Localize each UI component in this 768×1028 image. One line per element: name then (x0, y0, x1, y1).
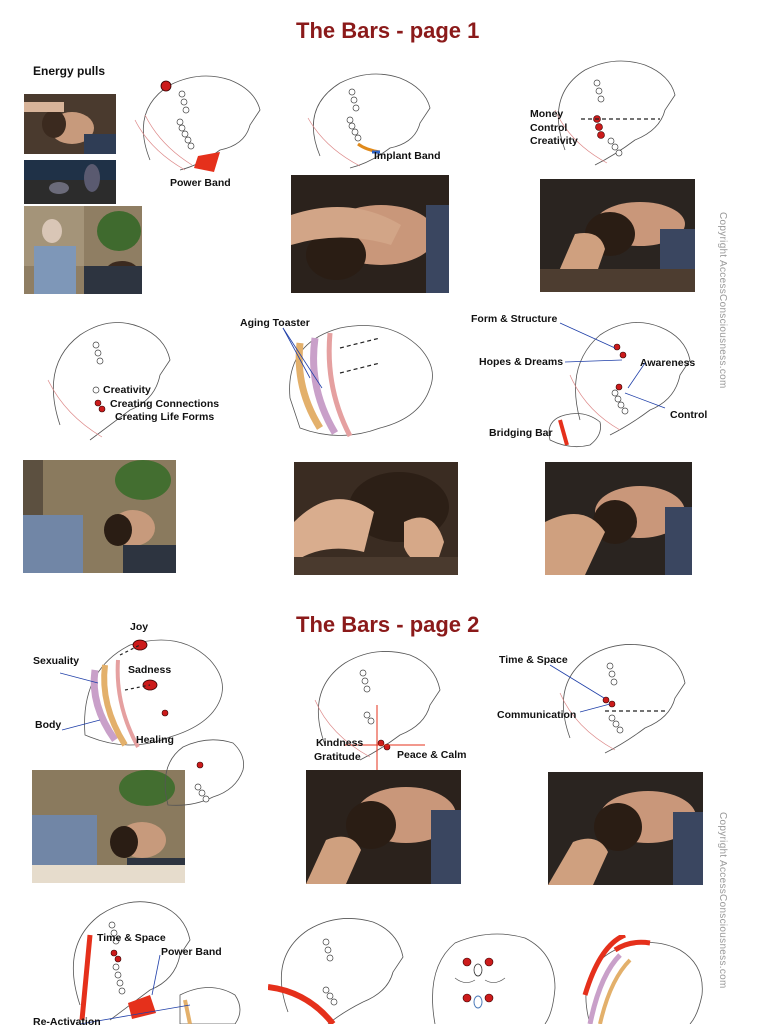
copyright-watermark: Copyright AccessConsciousness.com (717, 812, 728, 989)
head-diagram-aging-toaster (282, 325, 433, 438)
head-diagram-bottom-2 (268, 918, 404, 1024)
pointer-lines-2 (549, 664, 611, 713)
energy-pulls-heading: Energy pulls (33, 64, 106, 78)
photo-time-space (548, 772, 703, 885)
photo-creativity (23, 460, 176, 573)
photo-kindness-gratitude (306, 770, 461, 884)
head-diagram-face-front (432, 933, 556, 1024)
label-creativity-2: Creativity (103, 384, 151, 396)
label-money: Money (530, 108, 564, 120)
photo-energy-pull-2 (24, 160, 116, 204)
label-form-structure: Form & Structure (471, 313, 558, 325)
page2-title: The Bars - page 2 (296, 612, 480, 637)
head-diagram-money-control (554, 60, 676, 166)
label-reactivation: Re-Activation (33, 1016, 101, 1028)
label-creating-life-forms: Creating Life Forms (115, 411, 215, 423)
label-time-space-2: Time & Space (97, 932, 166, 944)
label-joy: Joy (130, 621, 149, 633)
copyright-watermark: Copyright AccessConsciousness.com (717, 212, 728, 389)
label-communication: Communication (497, 709, 577, 721)
label-sexuality: Sexuality (33, 655, 80, 667)
head-diagram-implant-band (307, 73, 431, 169)
label-peace-calm: Peace & Calm (397, 749, 467, 761)
label-control-2: Control (670, 409, 708, 421)
label-sadness: Sadness (128, 664, 172, 676)
label-time-space: Time & Space (499, 654, 568, 666)
label-creating-connections: Creating Connections (110, 398, 220, 410)
pointer-lines (559, 322, 666, 409)
photo-energy-pull-1 (24, 94, 116, 154)
label-kindness: Kindness (316, 737, 364, 749)
label-awareness: Awareness (640, 357, 696, 369)
label-implant-band: Implant Band (374, 150, 441, 162)
label-creativity: Creativity (530, 135, 578, 147)
head-diagram-creativity (47, 322, 171, 441)
photo-aging-toaster (294, 462, 458, 575)
head-diagram-form-structure (569, 322, 691, 436)
photo-money-control (540, 179, 695, 292)
photo-implant-band (291, 175, 449, 293)
photo-form-structure (545, 462, 692, 575)
head-diagram-reactivation (72, 901, 241, 1024)
head-diagram-bottom-4 (582, 935, 703, 1024)
label-power-band-2: Power Band (161, 946, 222, 958)
head-diagram-kindness (314, 651, 441, 770)
label-body: Body (35, 719, 62, 731)
label-bridging-bar: Bridging Bar (489, 427, 553, 439)
label-power-band: Power Band (170, 177, 231, 189)
head-diagram-healing (164, 739, 244, 806)
label-hopes-dreams: Hopes & Dreams (479, 356, 564, 368)
label-gratitude: Gratitude (314, 751, 361, 763)
label-control: Control (530, 122, 568, 134)
head-diagram-joy-sadness (60, 639, 223, 748)
label-healing: Healing (136, 734, 174, 746)
label-aging-toaster: Aging Toaster (240, 317, 310, 329)
photo-joy-sadness (32, 770, 185, 883)
head-diagram-time-space (559, 644, 686, 754)
head-diagram-power-band (134, 75, 261, 172)
photo-energy-pull-3 (24, 206, 142, 294)
page1-title: The Bars - page 1 (296, 18, 480, 43)
head-diagram-bridging-bar (548, 413, 601, 448)
